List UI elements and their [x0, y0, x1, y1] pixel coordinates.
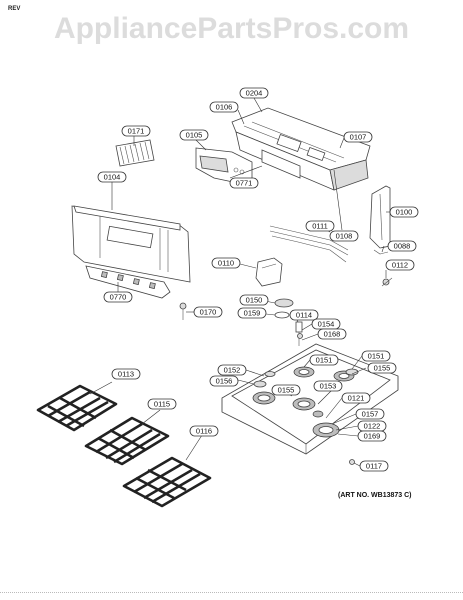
callout-0111: 0111 — [305, 220, 335, 232]
callout-0771: 0771 — [229, 177, 259, 189]
side-trim-part — [369, 185, 391, 249]
svg-text:0155: 0155 — [374, 364, 391, 373]
watermark: AppliancePartsPros.com — [53, 12, 410, 45]
svg-text:0171: 0171 — [128, 127, 145, 136]
svg-text:0110: 0110 — [218, 259, 234, 268]
svg-text:0113: 0113 — [118, 370, 134, 379]
svg-text:0156: 0156 — [216, 377, 233, 386]
callout-0171: 0171 — [121, 125, 151, 137]
valve-fitting-part — [381, 277, 393, 287]
backsplash-assembly — [231, 107, 371, 191]
svg-text:0151: 0151 — [316, 356, 333, 365]
bracket-part — [255, 257, 283, 287]
svg-text:0157: 0157 — [362, 410, 379, 419]
svg-text:0152: 0152 — [224, 366, 241, 375]
svg-text:0107: 0107 — [350, 133, 367, 142]
svg-text:0108: 0108 — [336, 232, 353, 241]
callout-0121: 0121 — [341, 392, 371, 404]
callout-0100: 0100 — [389, 206, 419, 218]
art-number: (ART NO. WB13873 C) — [338, 492, 412, 499]
callout-0770: 0770 — [103, 291, 133, 303]
svg-text:0104: 0104 — [104, 173, 121, 182]
svg-text:0169: 0169 — [364, 432, 381, 441]
callout-0108: 0108 — [329, 230, 359, 242]
callout-0156: 0156 — [209, 375, 239, 387]
callout-0104: 0104 — [97, 171, 127, 183]
svg-text:0100: 0100 — [396, 208, 413, 217]
callout-0170: 0170 — [193, 306, 223, 318]
svg-text:0170: 0170 — [200, 308, 217, 317]
callout-0117: 0117 — [359, 460, 389, 472]
svg-text:0770: 0770 — [110, 293, 127, 302]
igniter-part — [295, 321, 303, 346]
callout-0157: 0157 — [355, 408, 385, 420]
callout-0116: 0116 — [189, 425, 219, 437]
grate-left-part — [36, 384, 118, 432]
svg-text:0122: 0122 — [364, 422, 381, 431]
callout-0114: 0114 — [289, 309, 319, 321]
callout-0088: 0088 — [387, 240, 417, 252]
callout-0105: 0105 — [179, 129, 209, 141]
svg-text:0204: 0204 — [246, 89, 263, 98]
svg-text:0117: 0117 — [366, 462, 382, 471]
callout-0150: 0150 — [239, 294, 269, 306]
callout-0115: 0115 — [147, 398, 177, 410]
svg-text:0168: 0168 — [324, 330, 341, 339]
callout-0152: 0152 — [217, 364, 247, 376]
svg-text:0151: 0151 — [368, 352, 385, 361]
callout-0122: 0122 — [357, 420, 387, 432]
svg-text:0159: 0159 — [244, 309, 261, 318]
svg-text:0121: 0121 — [348, 394, 365, 403]
callout-0153: 0153 — [313, 380, 343, 392]
callout-0159: 0159 — [237, 307, 267, 319]
cooktop-part — [221, 343, 399, 455]
svg-text:0153: 0153 — [320, 382, 337, 391]
svg-text:0116: 0116 — [196, 427, 212, 436]
control-panel-part — [71, 205, 191, 283]
callout-0113: 0113 — [111, 368, 141, 380]
callout-0107: 0107 — [343, 131, 373, 143]
revision-label: REV — [8, 6, 21, 12]
callout-0151-right: 0151 — [361, 350, 391, 362]
clip-part — [373, 249, 389, 255]
screw-part — [179, 302, 187, 320]
callout-0155-center: 0155 — [271, 384, 301, 396]
wire-harness-part — [269, 225, 349, 263]
callout-0110: 0110 — [211, 257, 241, 269]
screw-small-part — [349, 459, 355, 465]
callout-0204: 0204 — [239, 87, 269, 99]
svg-text:0112: 0112 — [392, 261, 408, 270]
svg-text:0111: 0111 — [312, 222, 328, 231]
grate-right-part — [122, 456, 212, 508]
callout-0169: 0169 — [357, 430, 387, 442]
svg-text:0115: 0115 — [154, 400, 170, 409]
callout-0155-right: 0155 — [367, 362, 397, 374]
svg-text:0155: 0155 — [278, 386, 295, 395]
vent-grille-part — [115, 139, 155, 167]
svg-text:0088: 0088 — [394, 242, 411, 251]
burner-cap-part — [274, 298, 294, 319]
callout-0168: 0168 — [317, 328, 347, 340]
svg-text:0105: 0105 — [186, 131, 203, 140]
callout-0106: 0106 — [209, 101, 239, 113]
callout-0112: 0112 — [385, 259, 415, 271]
svg-text:0771: 0771 — [236, 179, 253, 188]
knob-strip-part — [85, 265, 171, 299]
svg-text:0106: 0106 — [216, 103, 233, 112]
callout-0151-center: 0151 — [309, 354, 339, 366]
callout-0154: 0154 — [311, 318, 341, 330]
page-divider — [0, 592, 463, 593]
svg-text:0154: 0154 — [318, 320, 335, 329]
svg-text:0150: 0150 — [246, 296, 263, 305]
svg-text:0114: 0114 — [296, 311, 312, 320]
grate-middle-part — [84, 416, 170, 466]
